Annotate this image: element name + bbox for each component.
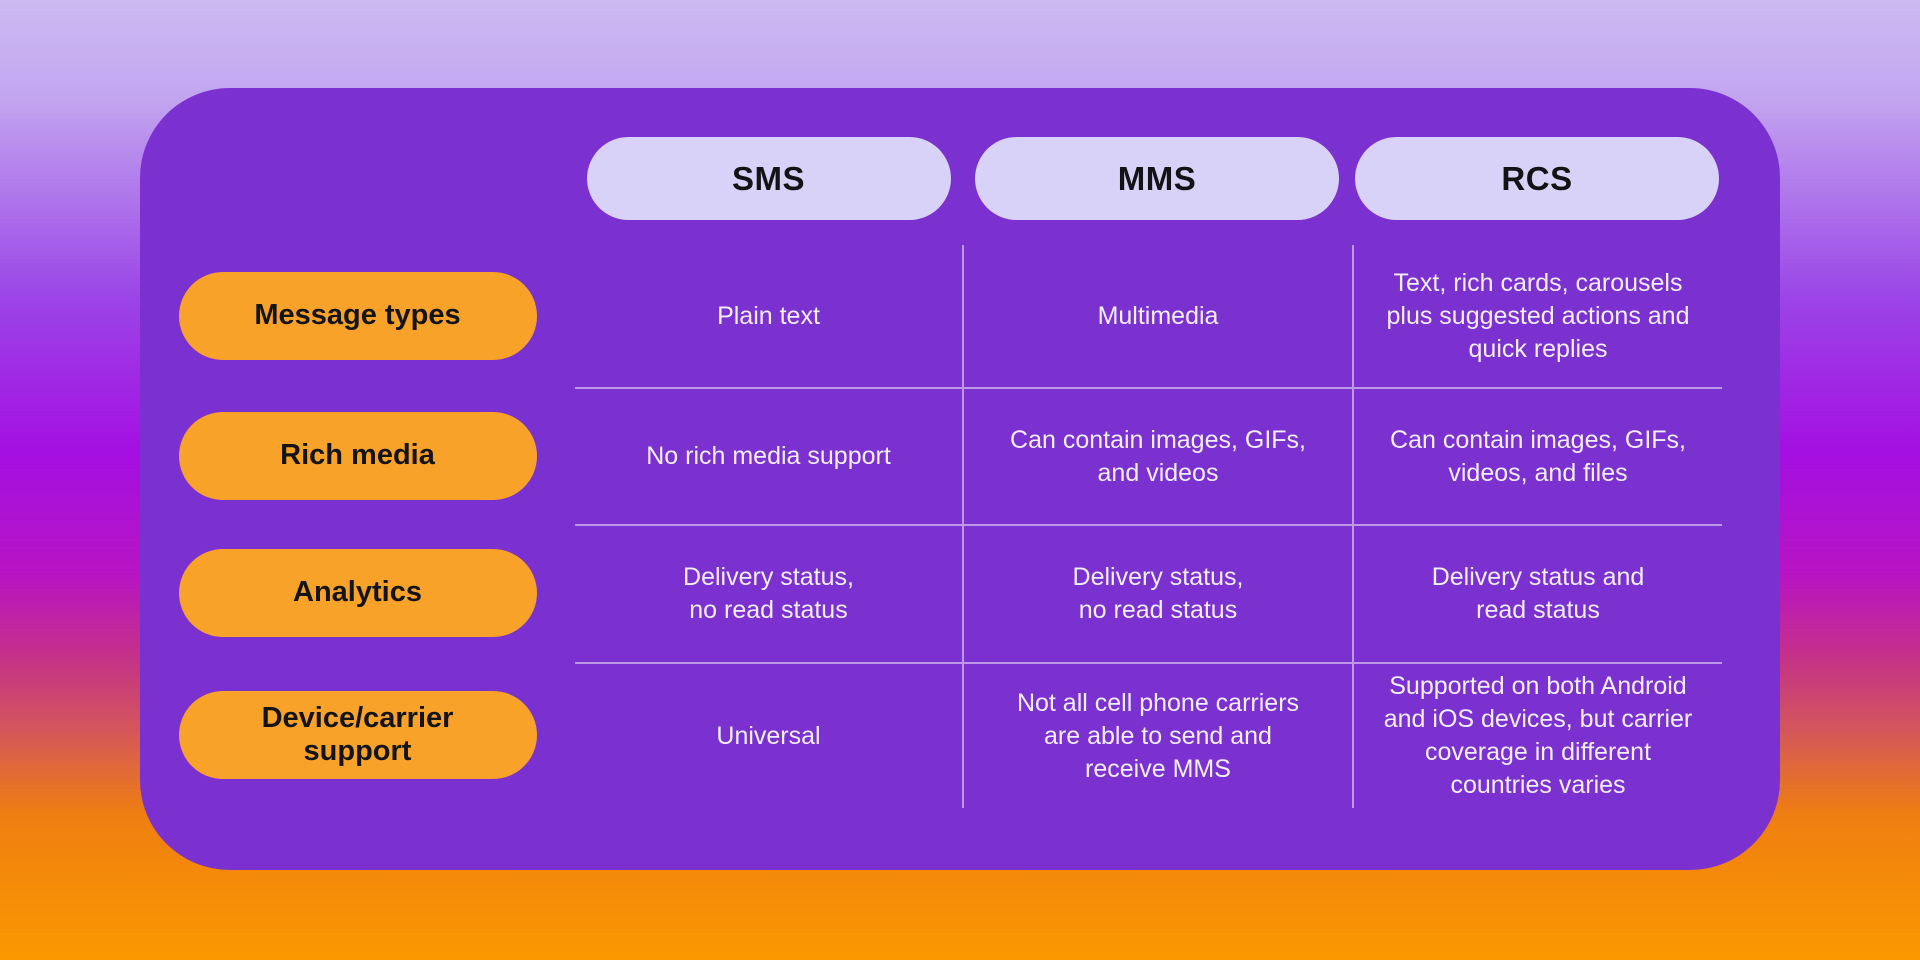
cell-analytics-rcs: Delivery status and read status bbox=[1352, 524, 1722, 662]
cell-rich-media-rcs: Can contain images, GIFs, videos, and fi… bbox=[1352, 387, 1722, 524]
cell-message-types-mms: Multimedia bbox=[962, 245, 1352, 387]
row-label-rich-media: Rich media bbox=[178, 411, 537, 500]
cell-rich-media-sms: No rich media support bbox=[575, 387, 962, 524]
comparison-card: SMS MMS RCS Message types Plain text Mul… bbox=[140, 88, 1780, 870]
cell-message-types-rcs: Text, rich cards, carousels plus suggest… bbox=[1352, 245, 1722, 387]
column-header-sms: SMS bbox=[586, 137, 951, 220]
cell-message-types-sms: Plain text bbox=[717, 301, 820, 330]
cell-rich-media-mms: Can contain images, GIFs, and videos bbox=[962, 387, 1352, 524]
cell-analytics-mms: Delivery status, no read status bbox=[962, 524, 1352, 662]
cell-device-carrier-mms: Not all cell phone carriers are able to … bbox=[962, 662, 1352, 808]
row-label-analytics: Analytics bbox=[178, 549, 537, 637]
row-label-message-types: Message types bbox=[178, 272, 537, 360]
column-header-mms: MMS bbox=[975, 137, 1339, 220]
row-label-device-carrier-support: Device/carrier support bbox=[178, 691, 537, 779]
column-header-rcs: RCS bbox=[1355, 137, 1719, 220]
comparison-table: SMS MMS RCS Message types Plain text Mul… bbox=[140, 88, 1780, 870]
cell-device-carrier-rcs: Supported on both Android and iOS device… bbox=[1352, 662, 1722, 808]
cell-device-carrier-sms: Universal bbox=[575, 662, 962, 808]
cell-analytics-sms: Delivery status, no read status bbox=[575, 524, 962, 662]
